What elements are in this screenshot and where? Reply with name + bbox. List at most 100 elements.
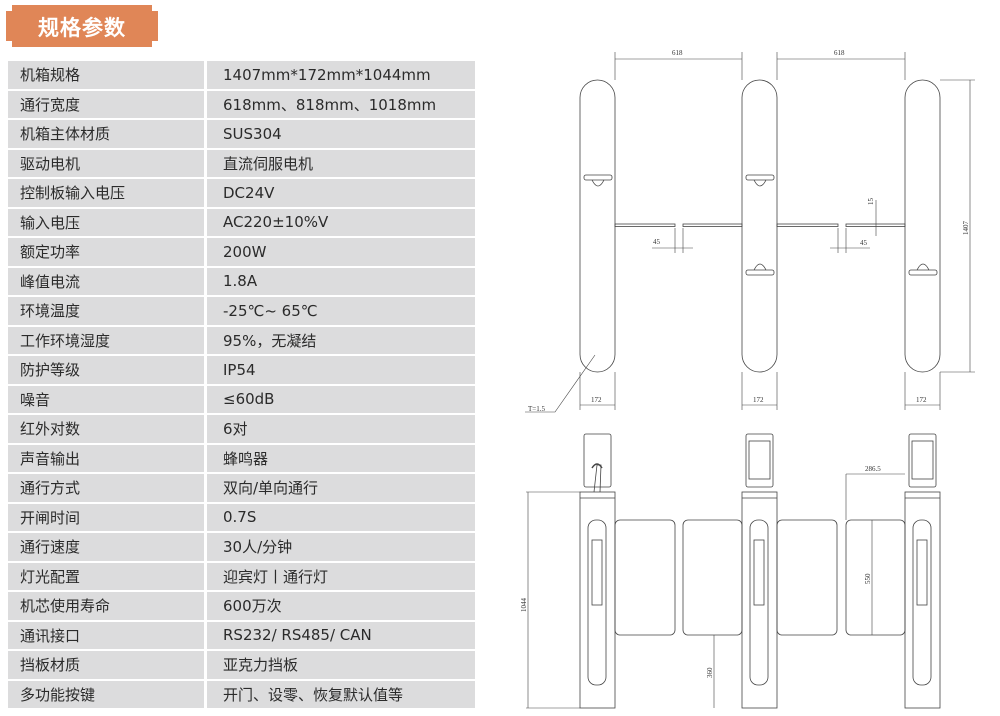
spec-value: 618mm、818mm、1018mm bbox=[207, 90, 475, 118]
spec-label: 机芯使用寿命 bbox=[8, 592, 204, 620]
front-view bbox=[526, 433, 941, 709]
post-left bbox=[579, 79, 616, 373]
spec-value: 迎宾灯丨通行灯 bbox=[207, 562, 475, 590]
spec-value: 95%，无凝结 bbox=[207, 326, 475, 354]
spec-value: 200W bbox=[207, 238, 475, 266]
spec-value: 双向/单向通行 bbox=[207, 474, 475, 502]
dim-width-1: 618 bbox=[672, 49, 683, 57]
spec-value: 1.8A bbox=[207, 267, 475, 295]
spec-label: 通行宽度 bbox=[8, 90, 204, 118]
spec-value: 0.7S bbox=[207, 503, 475, 531]
spec-label: 峰值电流 bbox=[8, 267, 204, 295]
spec-value: 30人/分钟 bbox=[207, 533, 475, 561]
spec-value: RS232/ RS485/ CAN bbox=[207, 621, 475, 649]
post-middle bbox=[741, 79, 778, 373]
dim-offset: 286.5 bbox=[865, 465, 881, 473]
dim-thickness: T=1.5 bbox=[528, 405, 545, 413]
dim-post-width: 172 bbox=[753, 396, 764, 404]
spec-label: 通行速度 bbox=[8, 533, 204, 561]
dim-width-2: 618 bbox=[834, 49, 845, 57]
spec-label: 开闸时间 bbox=[8, 503, 204, 531]
glass-panel bbox=[845, 519, 906, 636]
dim-arm: 15 bbox=[867, 198, 875, 206]
spec-row: 声音输出蜂鸣器 bbox=[8, 444, 475, 472]
spec-value: IP54 bbox=[207, 356, 475, 384]
spec-value: 蜂鸣器 bbox=[207, 444, 475, 472]
dimension-labels: 618 618 1407 172 172 172 45 45 15 T=1.5 … bbox=[520, 49, 970, 678]
spec-row: 通行方式双向/单向通行 bbox=[8, 474, 475, 502]
spec-label: 通讯接口 bbox=[8, 621, 204, 649]
spec-value: DC24V bbox=[207, 179, 475, 207]
spec-label: 输入电压 bbox=[8, 208, 204, 236]
spec-value: -25℃~ 65℃ bbox=[207, 297, 475, 325]
spec-row: 挡板材质亚克力挡板 bbox=[8, 651, 475, 679]
spec-value: 600万次 bbox=[207, 592, 475, 620]
spec-row: 驱动电机直流伺服电机 bbox=[8, 149, 475, 177]
spec-label: 驱动电机 bbox=[8, 149, 204, 177]
sensor-icon bbox=[908, 263, 938, 276]
spec-label: 环境温度 bbox=[8, 297, 204, 325]
dim-panel-bottom: 360 bbox=[706, 667, 714, 678]
spec-value: AC220±10%V bbox=[207, 208, 475, 236]
sensor-icon bbox=[745, 263, 775, 276]
spec-value: SUS304 bbox=[207, 120, 475, 148]
spec-label: 声音输出 bbox=[8, 444, 204, 472]
dim-post-width: 172 bbox=[916, 396, 927, 404]
spec-row: 多功能按键开门、设零、恢复默认值等 bbox=[8, 680, 475, 708]
dim-gap: 45 bbox=[653, 238, 661, 246]
spec-value: 直流伺服电机 bbox=[207, 149, 475, 177]
glass-panel bbox=[682, 519, 743, 636]
spec-value: 6对 bbox=[207, 415, 475, 443]
spec-label: 红外对数 bbox=[8, 415, 204, 443]
spec-label: 防护等级 bbox=[8, 356, 204, 384]
face-screen bbox=[908, 433, 937, 488]
spec-value: 亚克力挡板 bbox=[207, 651, 475, 679]
arm bbox=[682, 223, 743, 227]
spec-label: 机箱规格 bbox=[8, 61, 204, 89]
spec-label: 控制板输入电压 bbox=[8, 179, 204, 207]
spec-value: 1407mm*172mm*1044mm bbox=[207, 61, 475, 89]
arm bbox=[776, 223, 839, 227]
section-title-badge: 规格参数 bbox=[6, 5, 158, 47]
spec-row: 噪音≤60dB bbox=[8, 385, 475, 413]
sensor-icon bbox=[583, 174, 613, 187]
spec-label: 额定功率 bbox=[8, 238, 204, 266]
dim-height: 1044 bbox=[520, 598, 528, 613]
pedestal-middle bbox=[741, 491, 778, 709]
dim-gap: 45 bbox=[860, 239, 868, 247]
spec-label: 通行方式 bbox=[8, 474, 204, 502]
spec-value: ≤60dB bbox=[207, 385, 475, 413]
pedestal-left bbox=[579, 491, 616, 709]
dim-length: 1407 bbox=[962, 221, 970, 236]
face-screen bbox=[745, 433, 774, 488]
glass-panel bbox=[776, 519, 838, 636]
top-view bbox=[525, 52, 975, 413]
section-title: 规格参数 bbox=[38, 16, 126, 40]
spec-value: 开门、设零、恢复默认值等 bbox=[207, 680, 475, 708]
arm bbox=[845, 223, 906, 227]
spec-label: 机箱主体材质 bbox=[8, 120, 204, 148]
dim-post-width: 172 bbox=[591, 396, 602, 404]
spec-row: 环境温度-25℃~ 65℃ bbox=[8, 297, 475, 325]
spec-label: 噪音 bbox=[8, 385, 204, 413]
spec-row: 灯光配置迎宾灯丨通行灯 bbox=[8, 562, 475, 590]
arm bbox=[614, 223, 676, 227]
pedestal-right bbox=[904, 491, 941, 709]
spec-label: 灯光配置 bbox=[8, 562, 204, 590]
